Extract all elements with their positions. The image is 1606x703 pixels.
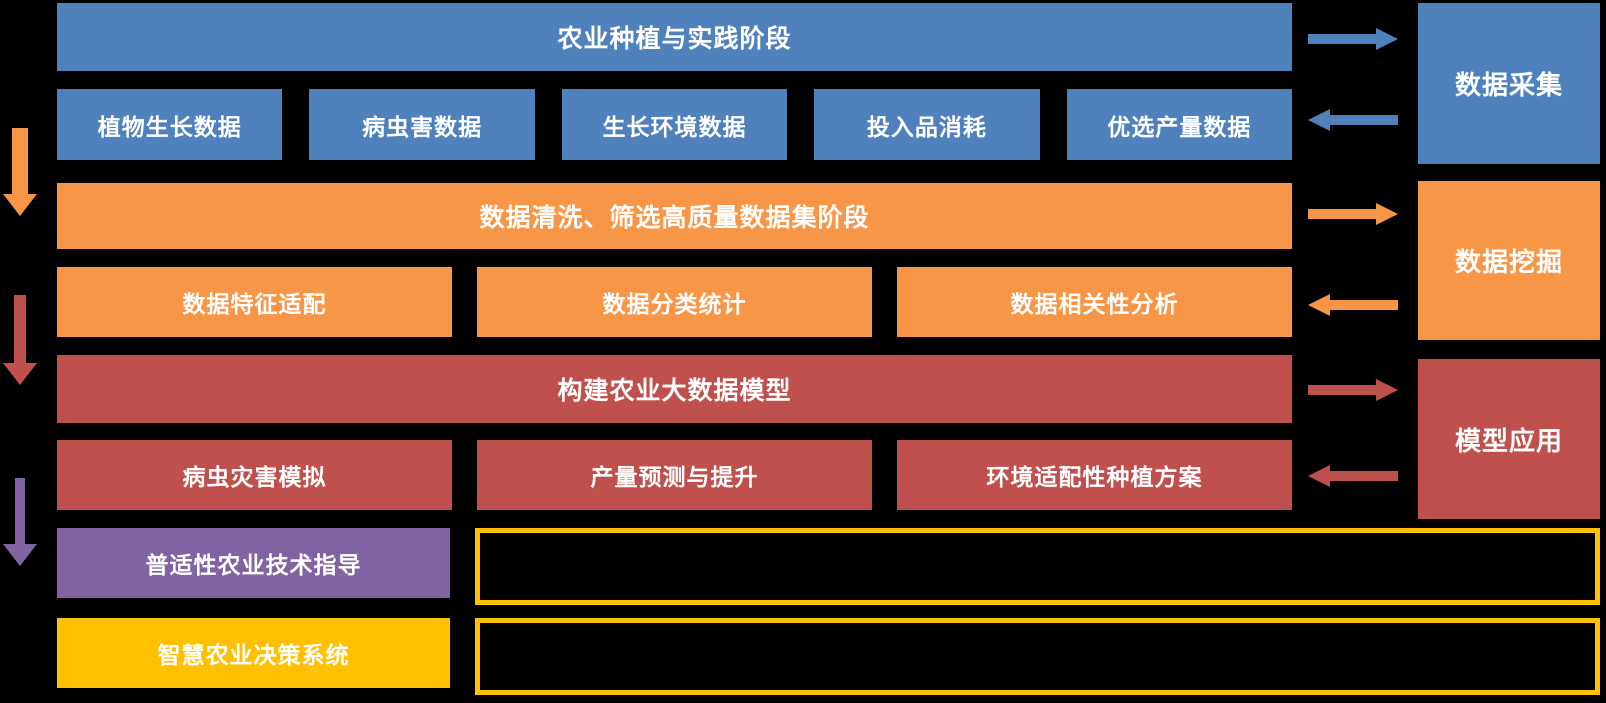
stage-bar-build-big-data-model: 构建农业大数据模型: [57, 355, 1292, 423]
arrow-shaft: [15, 478, 25, 544]
arrow-head: [3, 194, 37, 216]
item-plant-growth-data: 植物生长数据: [57, 89, 283, 160]
output-smart-agriculture-decision-system: 智慧农业决策系统: [57, 618, 450, 688]
item-data-correlation-analysis: 数据相关性分析: [897, 267, 1292, 337]
arrow-head: [3, 363, 37, 385]
side-label-data-mining: 数据挖掘: [1418, 181, 1600, 340]
arrow-head: [1308, 294, 1330, 316]
arrow-right-to-model-application-icon: [1308, 379, 1398, 401]
down-arrow-stage1-to-stage2-icon: [3, 128, 37, 216]
item-growth-environment-data: 生长环境数据: [561, 89, 788, 160]
side-label-model-application: 模型应用: [1418, 359, 1600, 519]
arrow-shaft: [14, 295, 26, 363]
arrow-head: [3, 544, 37, 566]
arrow-shaft: [1308, 209, 1376, 219]
arrow-left-from-data-mining-icon: [1308, 294, 1398, 316]
arrow-head: [1308, 465, 1330, 487]
down-arrow-stage2-to-stage3-icon: [3, 295, 37, 385]
arrow-shaft: [1330, 471, 1398, 481]
arrow-right-to-data-collection-icon: [1308, 28, 1398, 50]
item-pest-disease-data: 病虫害数据: [309, 89, 535, 160]
data-mining-items-row: 数据特征适配 数据分类统计 数据相关性分析: [57, 267, 1292, 337]
arrow-head: [1376, 379, 1398, 401]
side-label-data-collection: 数据采集: [1418, 3, 1600, 164]
down-arrow-stage3-to-outputs-icon: [3, 478, 37, 566]
arrow-shaft: [1308, 385, 1376, 395]
arrow-head: [1308, 109, 1330, 131]
stage-bar-planting-practice: 农业种植与实践阶段: [57, 3, 1292, 71]
output-universal-agricultural-guidance: 普适性农业技术指导: [57, 528, 450, 598]
empty-output-box-1: [475, 528, 1600, 605]
item-pest-disaster-simulation: 病虫灾害模拟: [57, 440, 452, 510]
arrow-shaft: [1330, 115, 1398, 125]
empty-output-box-2: [475, 618, 1600, 695]
arrow-head: [1376, 203, 1398, 225]
arrow-head: [1376, 28, 1398, 50]
item-data-feature-adaptation: 数据特征适配: [57, 267, 452, 337]
arrow-shaft: [12, 128, 28, 194]
model-application-items-row: 病虫灾害模拟 产量预测与提升 环境适配性种植方案: [57, 440, 1292, 510]
arrow-left-from-data-collection-icon: [1308, 109, 1398, 131]
item-yield-prediction-improvement: 产量预测与提升: [477, 440, 872, 510]
item-environment-adaptive-planting-plan: 环境适配性种植方案: [897, 440, 1292, 510]
data-collection-items-row: 植物生长数据 病虫害数据 生长环境数据 投入品消耗 优选产量数据: [57, 89, 1293, 160]
arrow-shaft: [1308, 34, 1376, 44]
item-input-consumption: 投入品消耗: [814, 89, 1040, 160]
item-data-classification-statistics: 数据分类统计: [477, 267, 872, 337]
arrow-shaft: [1330, 300, 1398, 310]
arrow-right-to-data-mining-icon: [1308, 203, 1398, 225]
stage-bar-data-cleaning: 数据清洗、筛选高质量数据集阶段: [57, 183, 1292, 249]
arrow-left-from-model-application-icon: [1308, 465, 1398, 487]
item-optimal-yield-data: 优选产量数据: [1066, 89, 1293, 160]
